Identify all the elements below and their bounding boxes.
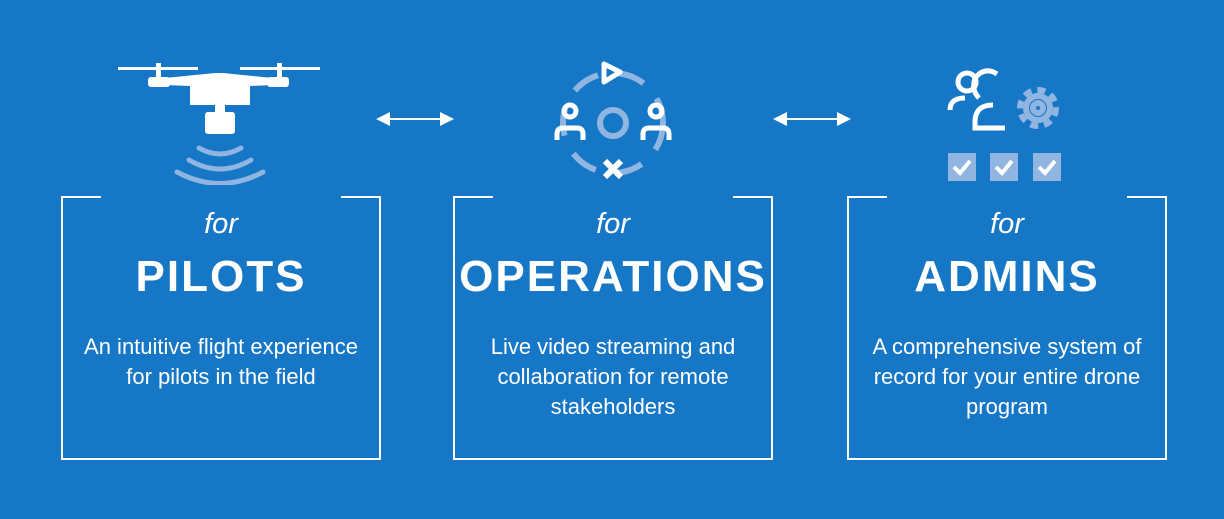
operations-card: for OPERATIONS Live video streaming and … xyxy=(453,196,773,460)
card-description: A comprehensive system of record for you… xyxy=(872,334,1142,419)
double-arrow-icon xyxy=(376,112,454,126)
card-description: An intuitive flight experience for pilot… xyxy=(84,334,358,389)
double-arrow-icon xyxy=(773,112,851,126)
card-for-label: for xyxy=(990,208,1024,240)
collaboration-icon xyxy=(554,61,672,180)
card-for-label: for xyxy=(204,208,238,240)
pilots-card: for PILOTS An intuitive flight experienc… xyxy=(61,196,381,460)
users-gear-icon xyxy=(947,68,1061,181)
card-title: ADMINS xyxy=(914,252,1100,301)
card-description: Live video streaming and collaboration f… xyxy=(490,334,736,419)
card-title: PILOTS xyxy=(135,252,307,301)
card-for-label: for xyxy=(596,208,630,240)
card-title: OPERATIONS xyxy=(459,252,767,301)
admins-card: for ADMINS A comprehensive system of rec… xyxy=(847,196,1167,460)
drone-icon xyxy=(118,63,320,185)
